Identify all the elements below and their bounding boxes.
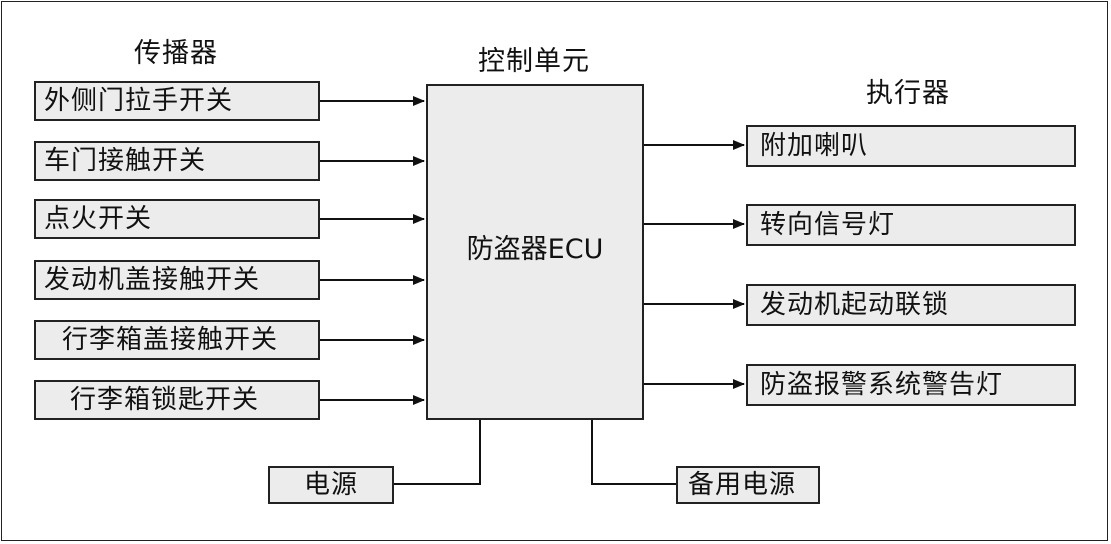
- backup-power-label: 备用电源: [688, 470, 797, 500]
- control-unit-heading: 控制单元: [478, 46, 590, 77]
- actuator-label: 防盗报警系统警告灯: [760, 370, 1004, 400]
- sensor-label: 点火开关: [44, 204, 153, 234]
- actuator-box-alarm-warning-lamp: 防盗报警系统警告灯: [746, 364, 1076, 406]
- actuator-box-engine-start-interlock: 发动机起动联锁: [746, 284, 1076, 326]
- actuator-label: 发动机起动联锁: [760, 290, 950, 320]
- sensor-label: 外侧门拉手开关: [44, 86, 234, 116]
- actuator-box-auxiliary-horn: 附加喇叭: [746, 125, 1076, 167]
- actuator-box-turn-signal-lamp: 转向信号灯: [746, 204, 1076, 246]
- ecu-block: 防盗器ECU: [426, 84, 644, 420]
- sensors-heading: 传播器: [134, 38, 218, 69]
- actuator-label: 转向信号灯: [760, 210, 896, 240]
- sensor-label: 行李箱盖接触开关: [62, 325, 279, 355]
- actuator-label: 附加喇叭: [760, 131, 869, 161]
- sensor-label: 发动机盖接触开关: [44, 265, 261, 295]
- actuators-heading: 执行器: [866, 78, 950, 109]
- sensor-box-trunk-lid-contact-switch: 行李箱盖接触开关: [34, 320, 320, 360]
- backup-power-line: [591, 420, 676, 485]
- backup-power-box: 备用电源: [676, 466, 820, 504]
- power-label: 电源: [304, 470, 359, 500]
- power-box: 电源: [268, 466, 394, 504]
- sensor-box-door-contact-switch: 车门接触开关: [34, 141, 320, 181]
- ecu-label: 防盗器ECU: [466, 234, 604, 265]
- power-line: [394, 420, 481, 485]
- sensor-box-outer-door-handle-switch: 外侧门拉手开关: [34, 81, 320, 121]
- sensor-label: 行李箱锁匙开关: [70, 385, 260, 415]
- sensor-box-trunk-key-switch: 行李箱锁匙开关: [34, 380, 320, 420]
- sensor-box-ignition-switch: 点火开关: [34, 199, 320, 239]
- sensor-label: 车门接触开关: [44, 146, 207, 176]
- sensor-box-hood-contact-switch: 发动机盖接触开关: [34, 260, 320, 300]
